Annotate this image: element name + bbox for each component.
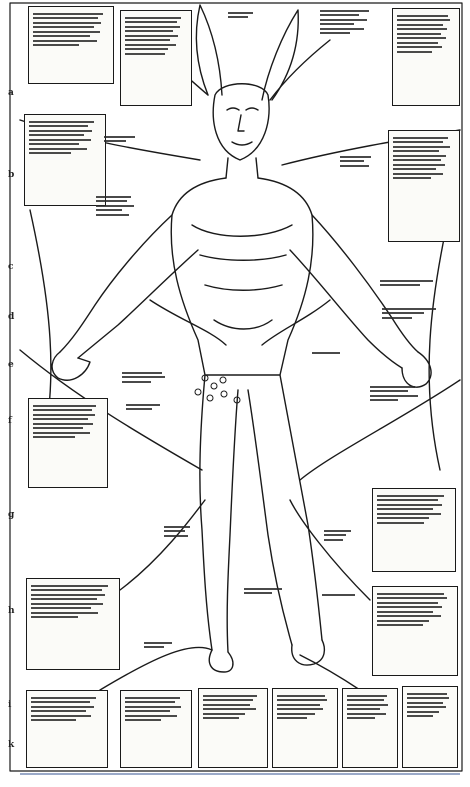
label-tag bbox=[318, 588, 364, 606]
margin-mark: k bbox=[8, 740, 14, 750]
text-block bbox=[372, 586, 458, 676]
text-block bbox=[26, 578, 120, 670]
text-block bbox=[198, 688, 268, 768]
face-nose bbox=[238, 115, 244, 131]
vein-line-10 bbox=[300, 655, 360, 690]
label-tag bbox=[336, 150, 380, 190]
margin-mark: i bbox=[8, 700, 11, 710]
label-tag bbox=[316, 4, 380, 88]
rib-2 bbox=[205, 285, 282, 290]
text-block bbox=[120, 690, 192, 768]
margin-mark: a bbox=[8, 88, 14, 98]
bottom-rule bbox=[20, 773, 460, 775]
label-tag bbox=[100, 130, 144, 150]
left-foot bbox=[209, 650, 233, 672]
text-block bbox=[272, 688, 338, 768]
left-leg bbox=[200, 375, 238, 652]
margin-mark: g bbox=[8, 510, 14, 520]
label-tag bbox=[376, 274, 446, 298]
label-tag bbox=[122, 398, 170, 424]
chest-line bbox=[192, 225, 292, 236]
left-horn bbox=[196, 5, 222, 95]
margin-mark: d bbox=[8, 312, 14, 322]
label-tag bbox=[92, 190, 144, 256]
text-block bbox=[28, 398, 108, 488]
text-block bbox=[392, 8, 460, 106]
right-foot bbox=[292, 640, 325, 665]
vein-line-13 bbox=[150, 300, 226, 345]
label-tag bbox=[240, 582, 292, 608]
label-tag bbox=[378, 302, 446, 330]
belly bbox=[214, 320, 272, 329]
text-block bbox=[342, 688, 398, 768]
text-block bbox=[28, 6, 114, 84]
text-block bbox=[372, 488, 456, 572]
margin-mark: f bbox=[8, 416, 12, 426]
label-tag bbox=[224, 6, 260, 22]
torso-outline bbox=[171, 178, 313, 375]
text-block bbox=[402, 686, 458, 768]
vein-line-14 bbox=[262, 300, 330, 345]
rib-1 bbox=[200, 255, 286, 260]
margin-mark: h bbox=[8, 606, 15, 616]
label-tag bbox=[160, 520, 198, 560]
face-mouth bbox=[232, 142, 252, 145]
text-block bbox=[120, 10, 192, 106]
margin-mark: e bbox=[8, 360, 14, 370]
neck bbox=[226, 158, 258, 178]
text-block bbox=[26, 690, 108, 768]
label-tag bbox=[320, 524, 360, 564]
text-block bbox=[388, 130, 460, 242]
margin-mark: b bbox=[8, 170, 14, 180]
label-tag bbox=[140, 636, 180, 666]
label-tag bbox=[366, 380, 428, 424]
left-hand bbox=[52, 352, 90, 380]
label-tag bbox=[118, 366, 174, 396]
margin-mark: c bbox=[8, 262, 13, 272]
vein-line-4 bbox=[429, 210, 450, 470]
label-tag bbox=[308, 346, 348, 360]
face-eyes bbox=[227, 108, 258, 110]
